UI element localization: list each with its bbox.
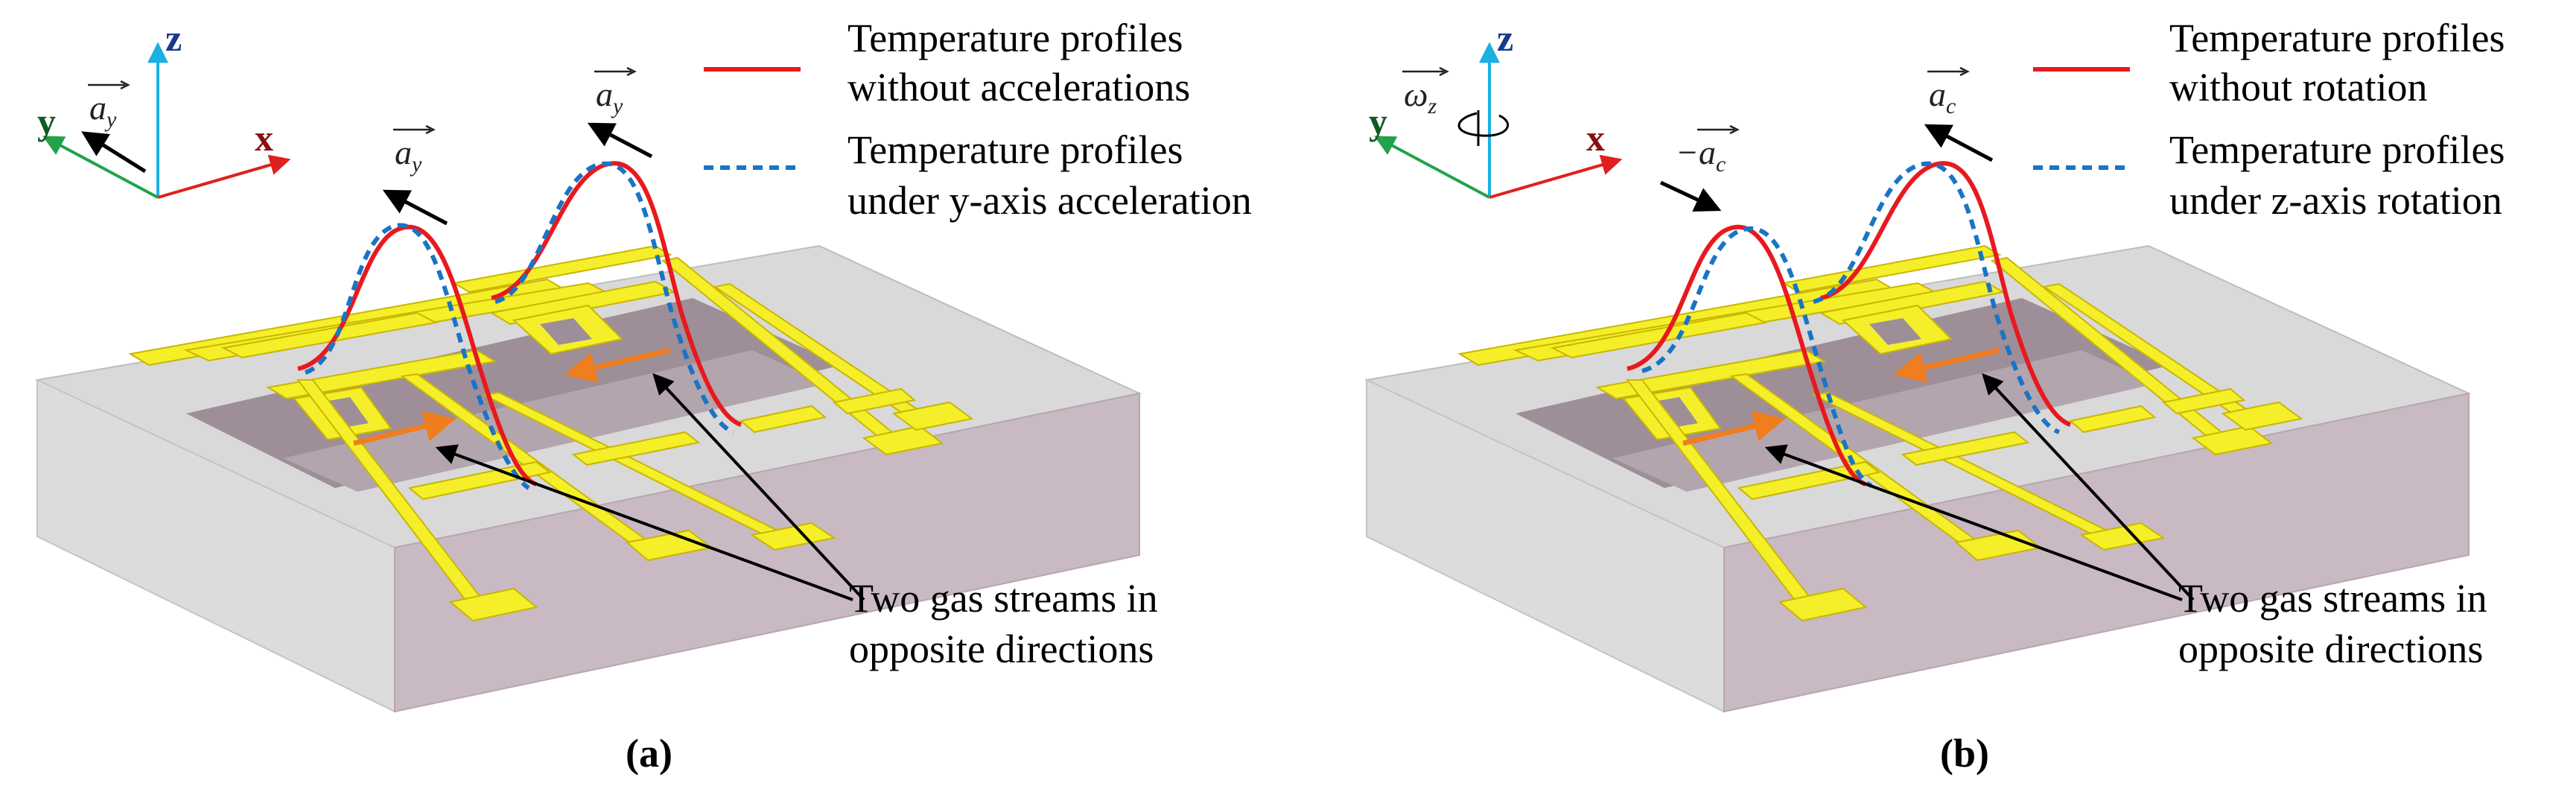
coriolis-arrow-right bbox=[1924, 124, 1994, 162]
acceleration-arrow bbox=[382, 189, 448, 226]
x-axis bbox=[157, 154, 291, 199]
panel-b-drawing bbox=[1364, 42, 2472, 713]
vector-label-right: ac bbox=[1927, 66, 1970, 119]
legend-solid-line-2: without rotation bbox=[2169, 65, 2428, 110]
x-axis-label: x bbox=[1586, 117, 1605, 159]
solid-profile-left bbox=[1626, 224, 1867, 487]
solid-profile-left bbox=[297, 224, 538, 487]
y-axis bbox=[1374, 136, 1490, 199]
angular-velocity-label: ωz bbox=[1402, 66, 1449, 119]
legend-solid-line-1: Temperature profiles bbox=[2169, 16, 2505, 60]
y-axis-label: y bbox=[1369, 101, 1387, 142]
vector-label-right: ay bbox=[594, 66, 637, 119]
y-axis bbox=[42, 136, 159, 199]
panel-a: z x y ay ay ay Temperature profiles with… bbox=[34, 16, 1252, 776]
solid-profile-right bbox=[491, 161, 742, 427]
rotation-icon bbox=[1457, 112, 1510, 137]
gas-stream-2 bbox=[1893, 347, 2000, 383]
dashed-profile-right bbox=[494, 161, 735, 434]
annotation-line-1: Two gas streams in bbox=[2178, 576, 2487, 621]
temperature-profiles bbox=[1626, 161, 2072, 488]
acceleration-arrow bbox=[587, 122, 653, 159]
x-axis bbox=[1489, 154, 1623, 199]
coriolis-arrow-left bbox=[1659, 180, 1722, 212]
gas-stream-1 bbox=[1682, 411, 1786, 446]
annotation-line-2: opposite directions bbox=[849, 627, 1154, 671]
z-axis-label: z bbox=[1497, 17, 1514, 59]
vector-label-left: ay bbox=[393, 124, 436, 177]
annotation-line-2: opposite directions bbox=[2178, 627, 2484, 671]
dashed-profile-left bbox=[1641, 226, 1873, 488]
y-axis-label: y bbox=[37, 101, 56, 142]
legend-dashed-line-2: under y-axis acceleration bbox=[847, 178, 1252, 223]
panel-b-caption: (b) bbox=[1940, 731, 1989, 776]
coordinate-axes bbox=[42, 42, 291, 199]
panel-b: z x y ωz −ac ac Temperature profiles wit… bbox=[1329, 0, 2576, 789]
legend-solid-line-1: Temperature profiles bbox=[847, 16, 1183, 60]
legend-dashed-line-1: Temperature profiles bbox=[847, 127, 1183, 172]
vector-label-left: −ac bbox=[1676, 124, 1740, 177]
legend-dashed-line-2: under z-axis rotation bbox=[2169, 178, 2502, 223]
annotation-arrow-1 bbox=[1764, 444, 2183, 601]
annotation-line-1: Two gas streams in bbox=[849, 576, 1158, 621]
solid-profile-right bbox=[1820, 161, 2072, 427]
heater-traces bbox=[1457, 244, 2303, 622]
x-axis-label: x bbox=[255, 117, 273, 159]
gas-stream-1 bbox=[353, 411, 457, 446]
annotation-arrow-1 bbox=[435, 444, 853, 601]
dashed-profile-right bbox=[1813, 161, 2061, 434]
panel-a-drawing bbox=[34, 42, 1142, 713]
legend-dashed-line-1: Temperature profiles bbox=[2169, 127, 2505, 172]
acceleration-arrow bbox=[81, 131, 147, 174]
gas-stream-2 bbox=[564, 347, 671, 383]
z-axis-label: z bbox=[165, 17, 182, 59]
axis-vector-label: ay bbox=[88, 80, 130, 133]
temperature-profiles bbox=[297, 161, 742, 490]
panel-a-caption: (a) bbox=[626, 731, 672, 776]
coordinate-axes bbox=[1374, 42, 1623, 199]
annotation-arrow-2 bbox=[652, 373, 865, 601]
annotation-arrow-2 bbox=[1982, 373, 2195, 601]
legend-solid-line-2: without accelerations bbox=[847, 65, 1191, 110]
